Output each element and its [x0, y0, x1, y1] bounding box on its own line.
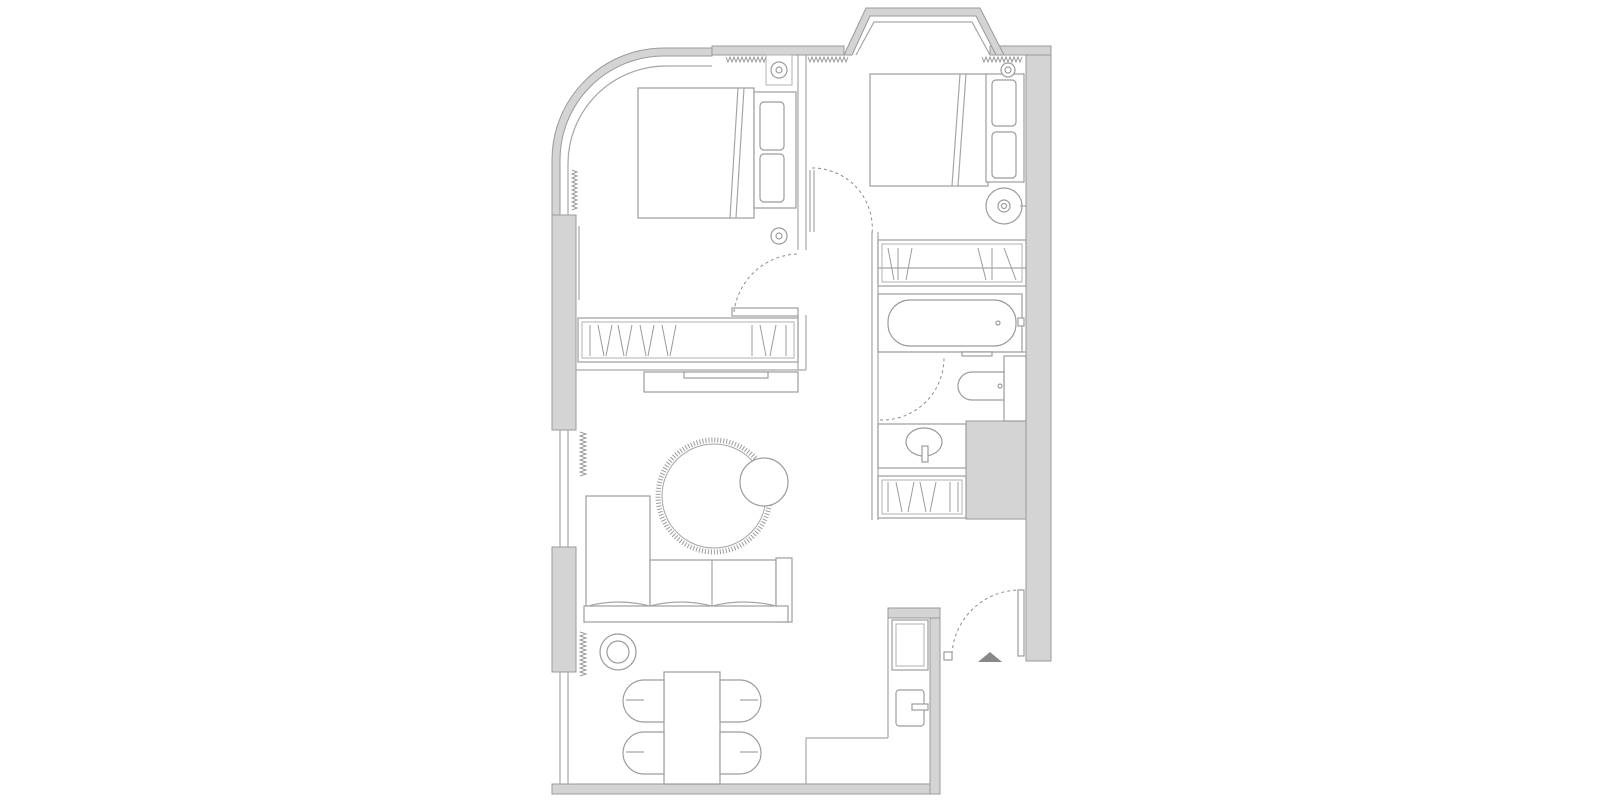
left-windows	[559, 430, 569, 784]
door-swing-bedroom-2	[811, 167, 873, 235]
chair-left-1	[622, 679, 665, 723]
entry-area	[891, 589, 1025, 727]
curved-wall	[551, 47, 713, 216]
living-area	[583, 371, 799, 785]
chair-left-2	[622, 731, 665, 775]
core-wall	[965, 420, 1027, 520]
bottom-wall	[551, 783, 941, 795]
sofa-chaise	[585, 495, 651, 609]
radiators	[570, 55, 1023, 677]
entrance-triangle-icon	[978, 652, 1002, 662]
chair-right-1	[719, 679, 762, 723]
curved-facade	[551, 47, 713, 216]
dining-table	[663, 671, 721, 785]
side-table	[739, 457, 789, 507]
chair-right-2	[719, 731, 762, 775]
pillow-1b	[759, 153, 785, 203]
wardrobe-hangers-1	[589, 324, 787, 357]
bathroom	[877, 293, 1027, 519]
pillow-2b	[991, 131, 1017, 179]
entry-wall-right	[929, 607, 941, 795]
pillow-2a	[991, 79, 1017, 127]
entry-wall-top	[887, 607, 941, 619]
door-swing-bathroom	[879, 357, 945, 421]
bedroom-2	[809, 62, 1027, 287]
sofa-back	[583, 605, 789, 623]
bed-2	[869, 73, 989, 187]
top-wall-left	[711, 45, 845, 56]
door-swing-bedroom-1	[733, 253, 801, 313]
top-wall-right	[989, 45, 1052, 56]
linen-closet	[877, 475, 967, 519]
bay-window	[843, 7, 1005, 56]
curved-window-line	[567, 65, 712, 215]
toilet	[957, 371, 1005, 401]
toilet-cistern	[1003, 355, 1027, 422]
pillow-1a	[759, 101, 785, 151]
bed-1	[637, 87, 755, 219]
bathtub-inner	[887, 299, 1017, 347]
sofa-seat	[649, 559, 777, 609]
wardrobe-hangers-2	[887, 247, 1017, 281]
left-wall-middle	[551, 546, 577, 673]
right-wall	[1025, 46, 1052, 662]
entrance-door	[1017, 589, 1025, 657]
wardrobe-2	[877, 239, 1027, 287]
exterior-walls	[551, 45, 1052, 795]
bedroom-1	[577, 54, 801, 363]
fridge	[891, 619, 929, 671]
door-swing-entrance	[951, 589, 1021, 655]
left-wall-upper	[551, 214, 577, 431]
wardrobe-1	[577, 317, 799, 363]
